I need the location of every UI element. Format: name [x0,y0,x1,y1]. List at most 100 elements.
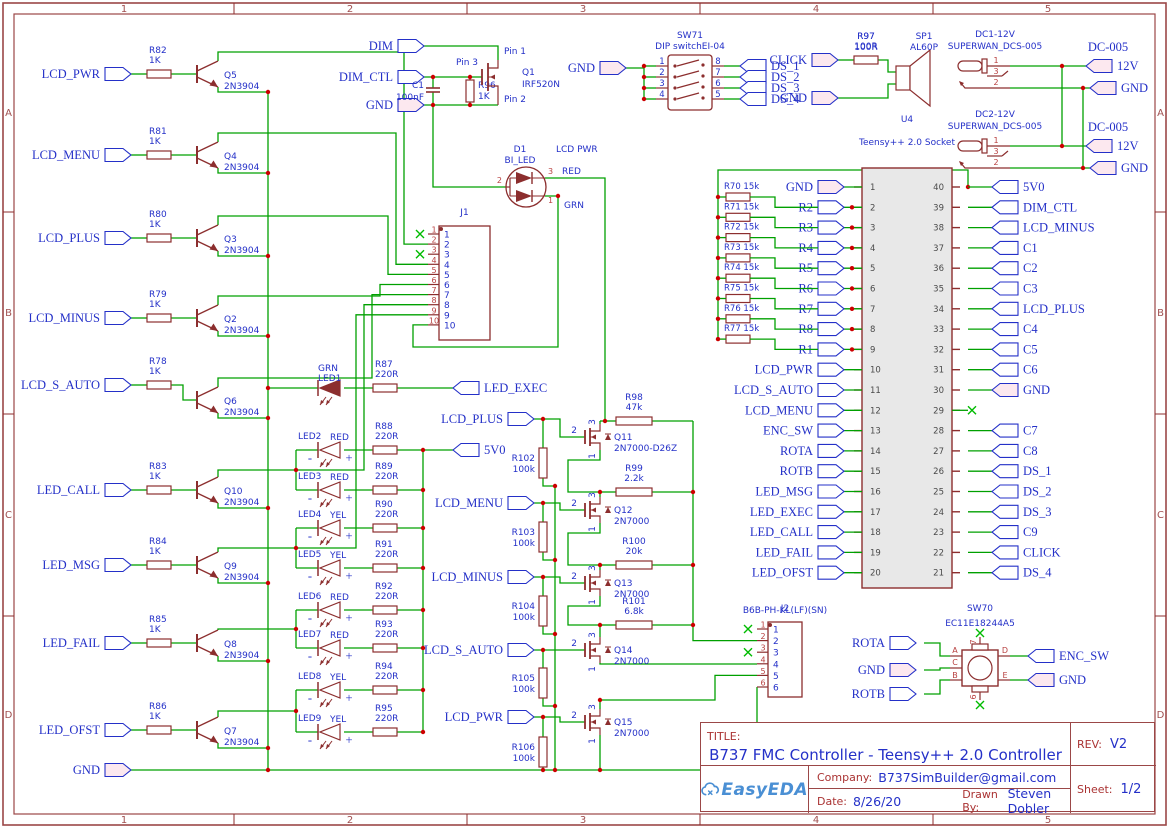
resistor-r77[interactable]: R77 15k [715,324,855,352]
port-rotb[interactable]: ROTB [780,464,845,479]
resistor-r71[interactable]: R71 15k [715,202,855,230]
resistor-r72[interactable]: R72 15k [715,223,855,251]
port-lcd-plus[interactable]: LCD_PLUS [991,301,1085,316]
port-lcd-minus[interactable]: LCD_MINUS [431,569,535,585]
port-dim-ctl[interactable]: DIM_CTL [339,69,425,85]
port-ds-1[interactable]: DS_1 [739,58,799,74]
port-gnd[interactable]: GND [568,60,627,76]
port-5v0[interactable]: 5V0 [452,442,506,458]
port-gnd[interactable]: GND [780,90,839,106]
port-lcd-menu[interactable]: LCD_MENU [435,495,535,511]
port-c1[interactable]: C1 [991,240,1038,255]
port-12v[interactable]: 12V [1085,58,1139,74]
port-lcd-minus[interactable]: LCD_MINUS [28,310,132,326]
port-c4[interactable]: C4 [991,322,1038,337]
port-lcd-s-auto[interactable]: LCD_S_AUTO [734,382,845,398]
port-led-fail[interactable]: LED_FAIL [756,545,845,560]
port-ds-2[interactable]: DS_2 [991,484,1051,499]
port-r4[interactable]: R4 [798,240,845,255]
resistor-r75[interactable]: R75 15k [715,284,855,311]
port-led-call[interactable]: LED_CALL [37,482,132,498]
port-lcd-menu[interactable]: LCD_MENU [32,147,132,163]
port-lcd-menu[interactable]: LCD_MENU [745,403,845,418]
port-r5[interactable]: R5 [798,261,845,276]
port-gnd[interactable]: GND [366,97,425,113]
port-c6[interactable]: C6 [991,362,1038,377]
port-led-msg[interactable]: LED_MSG [755,484,845,499]
port-lcd-s-auto[interactable]: LCD_S_AUTO [21,377,132,393]
port-led-msg[interactable]: LED_MSG [42,557,132,573]
port-ds-1[interactable]: DS_1 [991,464,1051,479]
port-lcd-pwr[interactable]: LCD_PWR [42,66,132,82]
port-led-exec[interactable]: LED_EXEC [452,380,547,396]
port-led-ofst[interactable]: LED_OFST [39,722,132,738]
port-lcd-pwr[interactable]: LCD_PWR [755,362,845,377]
port-click[interactable]: CLICK [991,545,1061,560]
port-c3[interactable]: C3 [991,281,1038,296]
port-gnd[interactable]: GND [1027,672,1086,688]
port-gnd[interactable]: GND [1089,80,1148,96]
port-c8[interactable]: C8 [991,443,1038,458]
port-5v0[interactable]: 5V0 [991,179,1045,195]
port-led-call[interactable]: LED_CALL [750,525,845,540]
port-gnd[interactable]: GND [991,382,1050,398]
port-r1[interactable]: R1 [798,342,845,357]
port-c7[interactable]: C7 [991,423,1038,438]
port-ds-3[interactable]: DS_3 [739,80,799,96]
port-gnd[interactable]: GND [1089,160,1148,176]
resistor-r73[interactable]: R73 15k [715,243,855,271]
port-lcd-minus[interactable]: LCD_MINUS [991,220,1095,235]
port-lcd-s-auto[interactable]: LCD_S_AUTO [424,642,535,658]
port-lcd-pwr[interactable]: LCD_PWR [445,709,535,725]
port-ds-3[interactable]: DS_3 [991,504,1051,519]
port-enc-sw[interactable]: ENC_SW [763,423,845,438]
port-c2[interactable]: C2 [991,261,1038,276]
port-gnd[interactable]: GND [786,179,845,195]
port-r7[interactable]: R7 [798,301,845,316]
